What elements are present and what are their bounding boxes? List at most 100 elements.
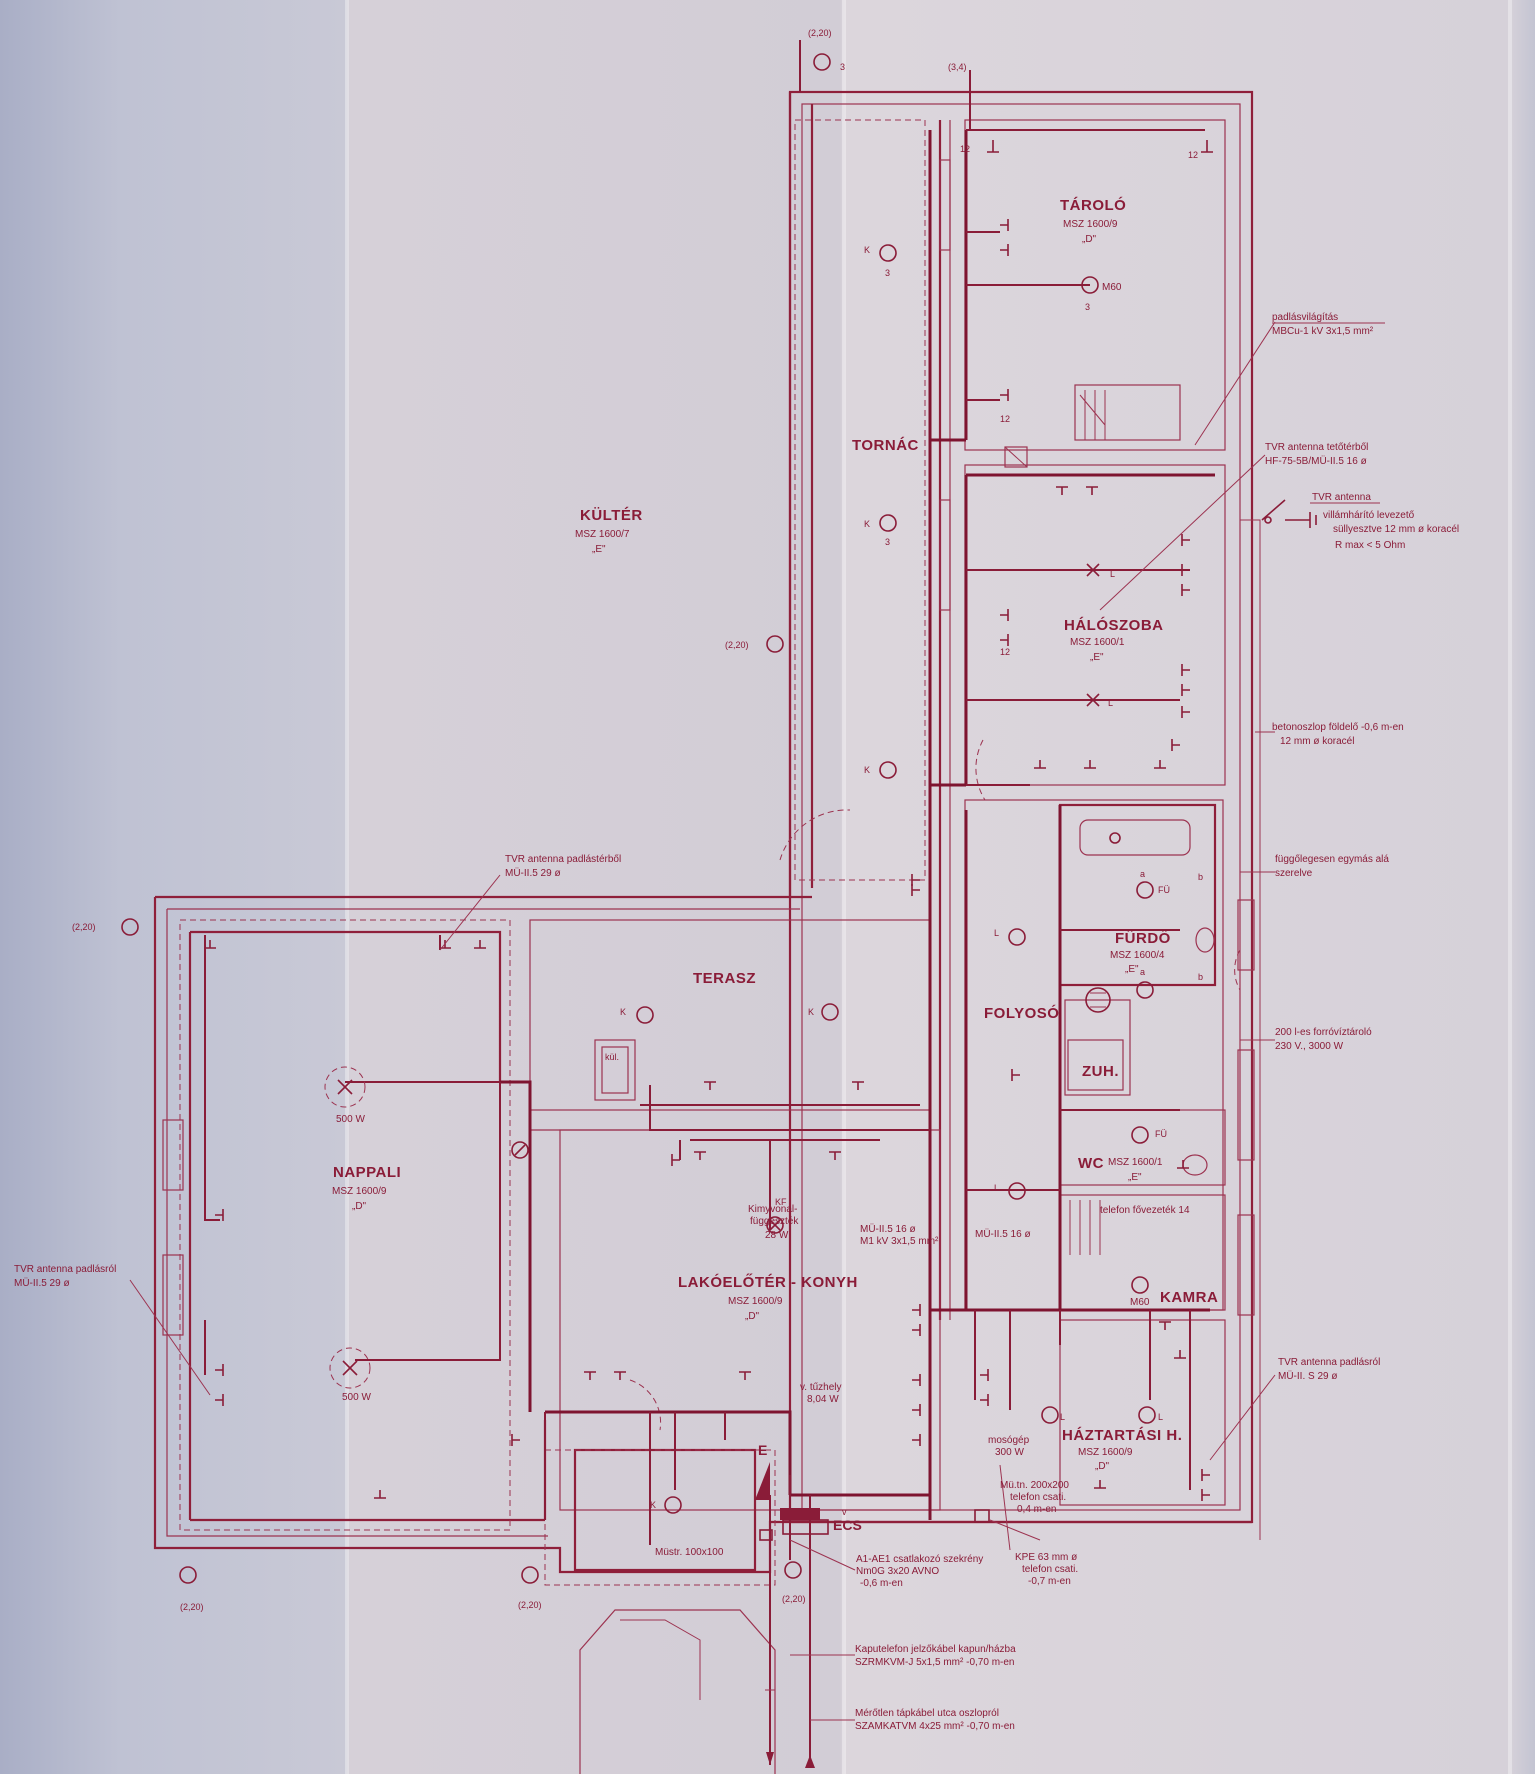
ceiling-light-nappali-1: [324, 1066, 366, 1108]
note-kpe-2: telefon csati.: [1022, 1564, 1078, 1575]
note-mu-konyha-2: M1 kV 3x1,5 mm²: [860, 1236, 939, 1247]
plan-label: „E": [1128, 1172, 1142, 1183]
room-haloszoba: HÁLÓSZOBA: [1064, 616, 1164, 634]
note-tvr-top-1: TVR antenna padlástérből: [505, 854, 621, 865]
plan-label: „E": [1090, 652, 1104, 663]
room-furdo: FÜRDŐ: [1115, 929, 1171, 947]
annotations: padlásvilágítás MBCu-1 kV 3x1,5 mm² TVR …: [14, 28, 1459, 1732]
note-mert-1: Mérőtlen tápkábel utca oszlopról: [855, 1708, 999, 1719]
label-ecs: ECS: [833, 1517, 862, 1533]
note-padlas-2: MBCu-1 kV 3x1,5 mm²: [1272, 326, 1374, 337]
plan-label: „D": [1095, 1461, 1110, 1472]
label-bottom-220-a: (2,20): [180, 1602, 204, 1612]
plan-label: b: [1198, 972, 1203, 982]
note-tarolo200-1: 200 l-es forróvíztároló: [1275, 1027, 1372, 1038]
light-entry: [664, 1496, 682, 1514]
note-kpe-1: KPE 63 mm ø: [1015, 1552, 1077, 1563]
note-beton-1: betonoszlop földelő -0,6 m-en: [1272, 722, 1404, 733]
note-villam-2: süllyesztve 12 mm ø koracél: [1333, 524, 1459, 535]
plan-label: KF: [775, 1197, 787, 1207]
plan-label: K: [650, 1500, 656, 1510]
light-folyoso-1: [1008, 928, 1026, 946]
distribution-board: [755, 1462, 770, 1500]
paper-fold: [842, 0, 846, 1774]
light-west: [121, 918, 139, 936]
note-a1-3: -0,6 m-en: [860, 1578, 903, 1589]
lightning-conductor: [1240, 519, 1261, 1540]
note-mustr-tel-2: telefon csati.: [1010, 1492, 1066, 1503]
room-tarolo: TÁROLÓ: [1060, 196, 1126, 214]
plan-label: 3: [840, 62, 845, 72]
ceiling-light-nappali-2: [329, 1347, 371, 1389]
plan-label: L: [1110, 569, 1115, 579]
plan-label: 12: [960, 144, 970, 154]
note-tvr-left-1: TVR antenna padlásról: [14, 1264, 116, 1275]
plan-label: „D": [745, 1311, 760, 1322]
plan-label: MSZ 1600/1: [1070, 637, 1125, 648]
plan-label: FÜ: [1158, 885, 1170, 895]
light-furdo-1: [1136, 881, 1154, 899]
label-sw34: (3,4): [948, 62, 967, 72]
light-haztartasi-2: [1138, 1406, 1156, 1424]
room-labels: TÁROLÓ MSZ 1600/9 „D" TORNÁC KÜLTÉR MSZ …: [332, 196, 1218, 1472]
light-wc: [1131, 1126, 1149, 1144]
room-terasz: TERASZ: [693, 970, 756, 987]
note-m60-1: M60: [1102, 282, 1122, 293]
plan-label: L: [994, 1183, 999, 1193]
plan-label: L: [1158, 1412, 1163, 1422]
note-kaputel-1: Kaputelefon jelzőkábel kapun/házba: [855, 1644, 1016, 1655]
note-fugg-1: függőlegesen egymás alá: [1275, 854, 1389, 865]
plan-label: v: [842, 1507, 847, 1517]
plan-label: L: [1060, 1412, 1065, 1422]
light-tornac-3: [879, 761, 897, 779]
label-bottom-220-c: (2,20): [782, 1594, 806, 1604]
note-kimyvonal-3: 28 W: [765, 1230, 789, 1241]
plan-label: a: [1140, 869, 1145, 879]
plan-label: 3: [885, 268, 890, 278]
light-top: [813, 53, 831, 71]
plan-label: „E": [592, 544, 606, 555]
paper-fold: [345, 0, 349, 1774]
note-beton-2: 12 mm ø koracél: [1280, 736, 1354, 747]
note-tvr-right-2: MÜ-II. S 29 ø: [1278, 1370, 1337, 1382]
light-kulter: [766, 635, 784, 653]
leader-lines: [129, 321, 1276, 1721]
note-kul: kül.: [605, 1052, 619, 1062]
note-tvr-teto-2: HF-75-5B/MÜ-II.5 16 ø: [1265, 455, 1367, 467]
room-folyoso: FOLYOSÓ: [984, 1004, 1059, 1022]
note-kpe-3: -0,7 m-en: [1028, 1576, 1071, 1587]
room-kamra: KAMRA: [1160, 1289, 1218, 1306]
room-haztartasi: HÁZTARTÁSI H.: [1062, 1427, 1182, 1444]
light-furdo-2: [1136, 981, 1154, 999]
note-villam-3: R max < 5 Ohm: [1335, 540, 1405, 551]
note-tvr-left-2: MÜ-II.5 29 ø: [14, 1277, 70, 1289]
plan-label: MSZ 1600/9: [332, 1186, 387, 1197]
wiring: [204, 40, 1215, 1765]
plan-label: 3: [1085, 302, 1090, 312]
room-zuh: ZUH.: [1082, 1063, 1119, 1080]
light-tornac-1: [879, 244, 897, 262]
note-kaputel-2: SZRMKVM-J 5x1,5 mm² -0,70 m-en: [855, 1657, 1014, 1668]
light-sw: [179, 1566, 197, 1584]
room-kulter: KÜLTÉR: [580, 507, 643, 524]
paper-fold: [1508, 0, 1512, 1774]
label-top-220: (2,20): [808, 28, 832, 38]
note-tvr-right-1: TVR antenna padlásról: [1278, 1357, 1380, 1368]
note-mustr100: Müstr. 100x100: [655, 1547, 724, 1558]
note-telefon: telefon fővezeték 14: [1100, 1205, 1190, 1216]
note-500w-1: 500 W: [336, 1114, 365, 1125]
note-vtuzhely-1: v. tűzhely: [800, 1382, 842, 1393]
note-fugg-2: szerelve: [1275, 868, 1313, 879]
note-500w-2: 500 W: [342, 1392, 371, 1403]
plan-label: MSZ 1600/9: [728, 1296, 783, 1307]
light-tornac-2: [879, 514, 897, 532]
label-bottom-220-b: (2,20): [518, 1600, 542, 1610]
plan-label: 12: [1000, 647, 1010, 657]
light-terasz-1: [636, 1006, 654, 1024]
boiler: [1085, 987, 1111, 1013]
plan-label: 12: [1000, 414, 1010, 424]
note-a1-1: A1-AE1 csatlakozó szekrény: [856, 1554, 983, 1565]
note-mert-2: SZAMKATVM 4x25 mm² -0,70 m-en: [855, 1721, 1015, 1732]
plan-label: MSZ 1600/7: [575, 529, 630, 540]
